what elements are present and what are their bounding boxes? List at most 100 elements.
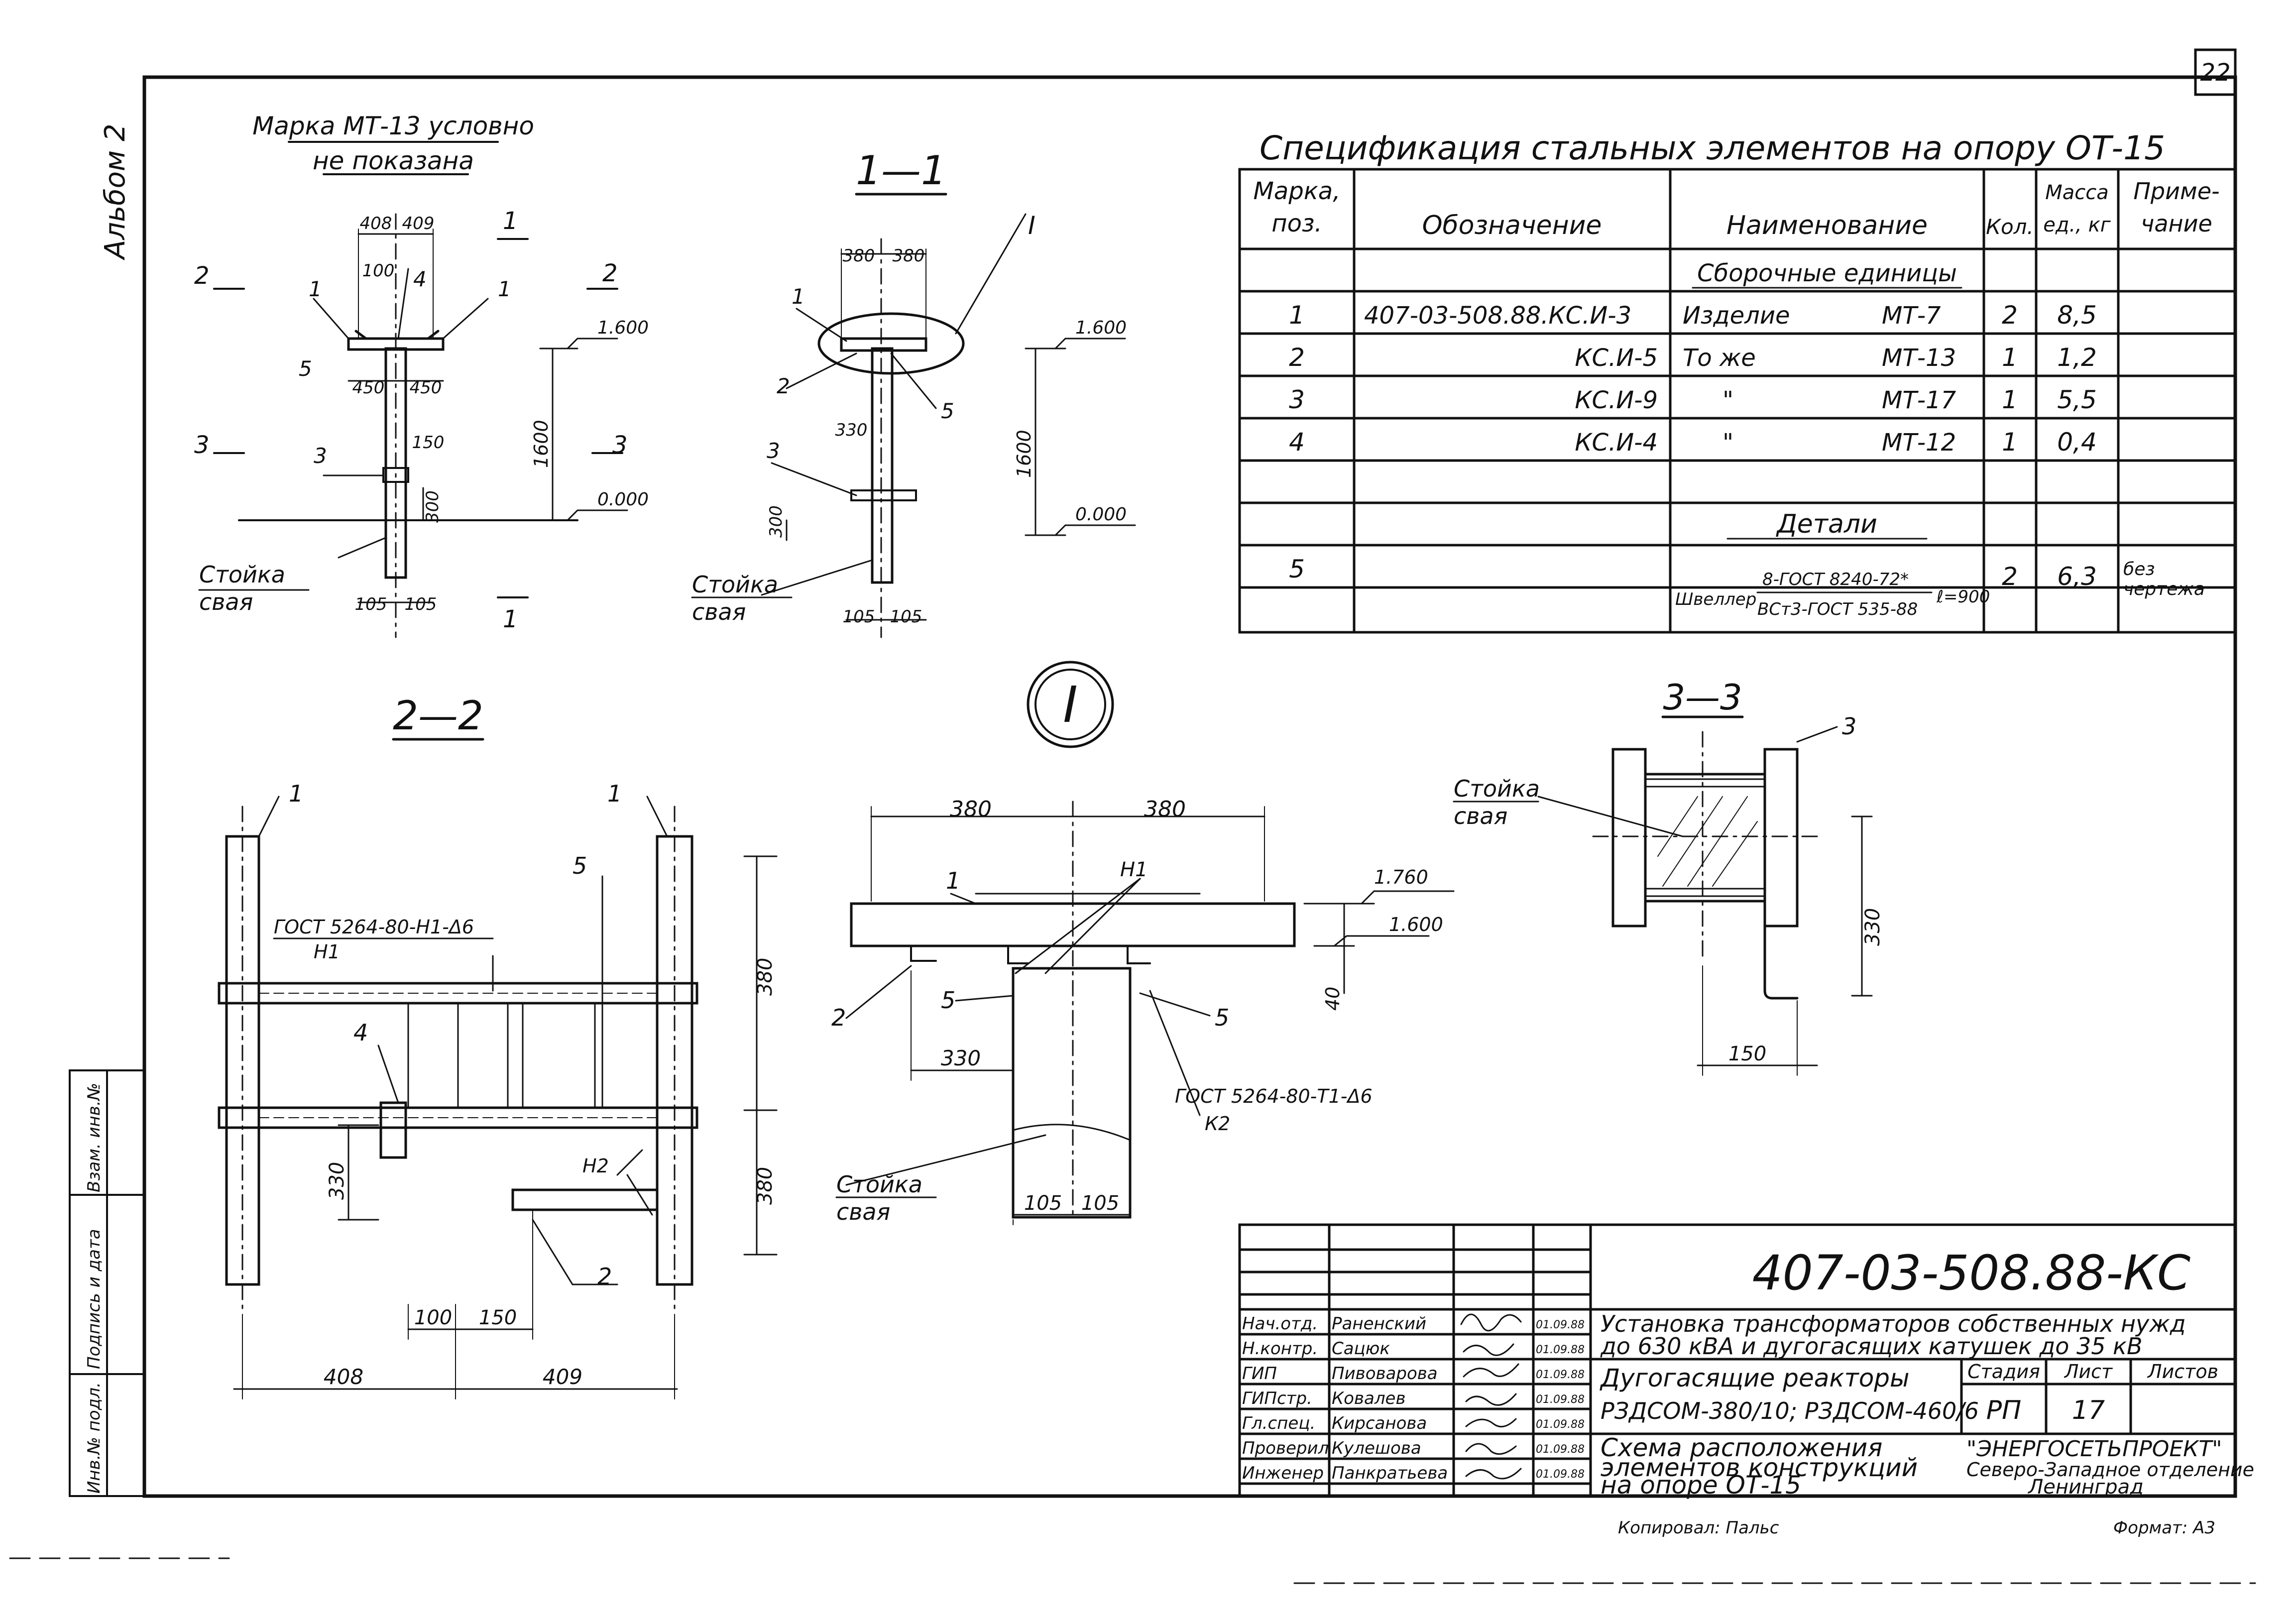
tb-sheet-title2: РЗДСОМ-380/10; РЗДСОМ-460/6 [1601, 1397, 1979, 1424]
spec-row-pos: 3 [1289, 385, 1305, 414]
node-n1: Н1 [1120, 858, 1148, 881]
tb-lists-label: Листов [2147, 1361, 2218, 1383]
spec-row-3: 3 КС.И-9 " МТ-17 1 5,5 [1289, 385, 2097, 414]
s11-node-mark: I [1028, 211, 1035, 240]
note-line-1: Марка МТ-13 условно [252, 112, 534, 140]
node-dim-380a: 380 [950, 797, 992, 822]
tb-drawing-title2: элементов конструкций [1601, 1453, 1918, 1482]
spec-detail-note2: чертежа [2123, 579, 2205, 599]
spec-row-mass: 5,5 [2057, 385, 2097, 414]
s22-pos-1b: 1 [607, 780, 622, 807]
s11-pos-5: 5 [941, 399, 954, 423]
tb-date: 01.09.88 [1536, 1319, 1585, 1331]
s22-pos-4: 4 [353, 1019, 368, 1046]
spec-h-mark1: Марка, [1254, 177, 1341, 205]
s11-dim-330: 330 [835, 420, 868, 440]
s11-dim-105a: 105 [843, 607, 875, 627]
sheet-number: 22 [2200, 59, 2230, 87]
elev-dim-450a: 450 [352, 378, 385, 398]
spec-h-note1: Приме- [2133, 178, 2219, 205]
side-vzam: Взам. инв.№ [84, 1083, 104, 1192]
elev-dim-409: 409 [402, 214, 435, 233]
node-level-1760: 1.760 [1374, 866, 1428, 888]
spec-row-mass: 1,2 [2057, 343, 2097, 372]
tb-list-label: Лист [2064, 1361, 2113, 1383]
elev-cut-1-bottom: 1 [503, 605, 518, 633]
tb-date: 01.09.88 [1536, 1393, 1585, 1406]
section-2-2-title: 2—2 [393, 693, 483, 739]
section-1-1-view [761, 213, 1136, 638]
side-podpis: Подпись и дата [84, 1229, 104, 1369]
elev-dim-105a: 105 [355, 594, 387, 614]
spec-row-name-a: " [1722, 429, 1733, 457]
album-label: Альбом 2 [99, 123, 131, 260]
node-dim-40: 40 [1322, 987, 1344, 1011]
tb-drawing-title1: Схема расположения [1601, 1433, 1882, 1462]
node-level-1600: 1.600 [1389, 914, 1443, 935]
spec-row-name-a: То же [1683, 344, 1756, 372]
tb-list: 17 [2072, 1395, 2105, 1425]
side-inv-podl: Инв.№ подл. [84, 1382, 104, 1494]
node-circle-inner [1034, 669, 1106, 740]
spec-table-grid [1238, 168, 2237, 634]
spec-row-name-b: МТ-13 [1882, 344, 1956, 372]
tb-name: Сацюк [1332, 1339, 1390, 1359]
s22-dim-150: 150 [479, 1306, 517, 1329]
spec-row-2: 2 КС.И-5 То же МТ-13 1 1,2 [1289, 343, 2097, 372]
tb-name: Раненский [1332, 1314, 1426, 1334]
s11-dim-380a: 380 [843, 246, 875, 266]
spec-row-pos: 4 [1289, 428, 1305, 457]
s33-pos-3: 3 [1842, 713, 1856, 740]
spec-row-name-b: МТ-7 [1882, 302, 1941, 330]
section-3-3-title: 3—3 [1663, 677, 1742, 718]
elev-dim-1600: 1600 [530, 420, 552, 468]
tb-role: ГИПстр. [1242, 1389, 1312, 1408]
spec-h-mass1: Масса [2045, 181, 2109, 204]
spec-detail-qty: 2 [2002, 562, 2018, 591]
spec-title: Спецификация стальных элементов на опору… [1260, 129, 2165, 167]
spec-h-mark2: поз. [1271, 210, 1322, 237]
node-mark: I [1063, 676, 1078, 734]
note-line-2: не показана [313, 146, 474, 175]
elev-cut-1-top: 1 [503, 207, 518, 235]
s22-pos-2: 2 [597, 1263, 612, 1290]
spec-detail-name-c: ВСт3-ГОСТ 535-88 [1757, 599, 1918, 619]
s22-dim-100: 100 [414, 1306, 452, 1329]
s22-dim-380a: 380 [754, 958, 777, 996]
tb-name: Панкратьева [1332, 1463, 1448, 1483]
elev-dim-450b: 450 [410, 378, 442, 398]
s33-dim-150: 150 [1728, 1043, 1766, 1065]
spec-h-designation: Обозначение [1422, 211, 1602, 240]
tb-role: Инженер [1242, 1463, 1324, 1483]
spec-group-details: Детали [1776, 509, 1877, 539]
node-pos-2: 2 [831, 1004, 846, 1031]
elev-level-0: 0.000 [597, 489, 649, 510]
spec-row-name-b: МТ-17 [1882, 386, 1956, 414]
tb-org1: "ЭНЕРГОСЕТЬПРОЕКТ" [1966, 1436, 2222, 1462]
tb-date: 01.09.88 [1536, 1443, 1585, 1456]
spec-detail-name-b: 8-ГОСТ 8240-72* [1762, 570, 1909, 589]
elev-cut-2-left: 2 [194, 262, 210, 290]
copied-by: Копировал: Пальс [1618, 1518, 1779, 1538]
spec-detail-pos: 5 [1289, 555, 1305, 583]
elev-dim-408: 408 [360, 214, 392, 233]
elevation-view [213, 213, 628, 638]
node-dim-330: 330 [941, 1046, 981, 1070]
s22-dim-409: 409 [543, 1365, 582, 1389]
s22-n2: Н2 [582, 1155, 609, 1177]
elev-cut-3-left: 3 [194, 431, 210, 459]
spec-row-qty: 1 [2002, 343, 2018, 372]
title-block-grid [1238, 1223, 2237, 1498]
s22-dim-380b: 380 [754, 1167, 777, 1205]
tb-stage: РП [1986, 1395, 2021, 1425]
node-pos-5a: 5 [941, 987, 955, 1014]
tb-people: Нач.отд. Н.контр. ГИП ГИПстр. Гл.спец. П… [1242, 1314, 1585, 1483]
tb-sheet-title1: Дугогасящие реакторы [1600, 1364, 1910, 1392]
tb-signatures [1460, 1313, 1522, 1480]
s11-pos-1: 1 [792, 284, 805, 309]
s22-n1: Н1 [314, 941, 340, 963]
spec-row-name-b: МТ-12 [1882, 429, 1956, 457]
s11-svaya: свая [692, 598, 746, 625]
node-gost-t1: ГОСТ 5264-80-Т1-Δ6 [1175, 1085, 1373, 1107]
